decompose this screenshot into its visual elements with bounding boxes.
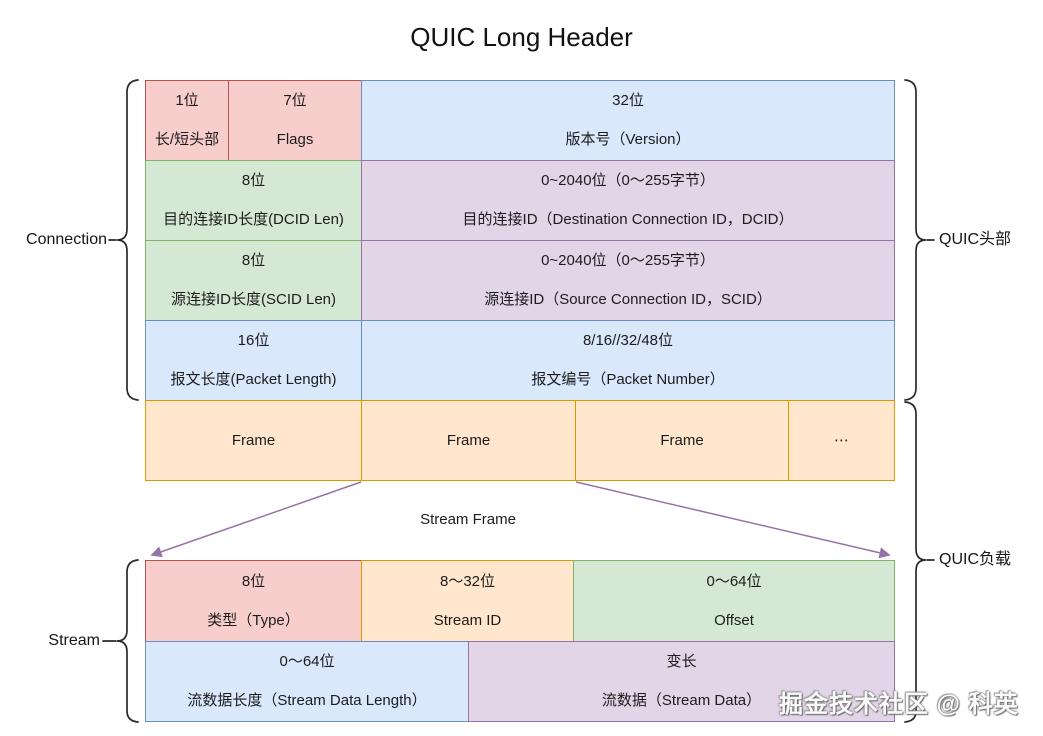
field-bits: 8位 [241, 252, 266, 269]
field-label: 源连接ID长度(SCID Len) [170, 291, 337, 308]
field-label: 长/短头部 [154, 131, 220, 148]
connection-brace [116, 79, 139, 401]
field-bits: 7位 [283, 92, 307, 109]
frame-label: Frame [446, 431, 491, 449]
cell-frame-1: Frame [145, 400, 362, 481]
field-label: 版本号（Version） [565, 131, 691, 148]
field-bits: 8/16//32/48位 [582, 332, 674, 349]
field-label: Flags [276, 131, 314, 148]
field-label: 类型（Type） [207, 611, 300, 629]
field-bits: 32位 [612, 92, 644, 109]
field-bits: 8位 [241, 572, 266, 590]
cell-dcid-len: 8位 目的连接ID长度(DCID Len) [145, 160, 362, 241]
cell-offset: 0～64位 Offset [573, 560, 895, 642]
cell-packet-number: 8/16//32/48位 报文编号（Packet Number） [361, 320, 895, 401]
cell-stream-id: 8～32位 Stream ID [361, 560, 574, 642]
field-bits: 0～64位 [706, 572, 762, 590]
cell-stream-data: 变长 流数据（Stream Data） [468, 641, 895, 722]
cell-frame-more: ⋯ [788, 400, 895, 481]
quic-header-brace [904, 79, 927, 401]
field-label: 流数据（Stream Data） [601, 692, 762, 709]
frame-label: Frame [660, 431, 704, 449]
stream-frame-label: Stream Frame [420, 511, 516, 528]
field-bits: 0~2040位（0～255字节） [541, 252, 715, 269]
cell-dcid: 0~2040位（0～255字节） 目的连接ID（Destination Conn… [361, 160, 895, 241]
quic-payload-group-label: QUIC负载 [939, 551, 1012, 568]
cell-version: 32位 版本号（Version） [361, 80, 895, 161]
field-bits: 0～64位 [279, 653, 335, 670]
field-label: Offset [714, 611, 754, 629]
cell-flags: 7位 Flags [228, 80, 362, 161]
stream-frame-arrow-right [575, 481, 891, 559]
cell-scid-len: 8位 源连接ID长度(SCID Len) [145, 240, 362, 321]
stream-group-label: Stream [48, 632, 100, 649]
field-bits: 8位 [241, 172, 266, 189]
frame-label: Frame [231, 431, 276, 449]
stream-frame-arrow-left [150, 481, 362, 558]
quic-payload-brace [904, 401, 927, 723]
cell-scid: 0~2040位（0～255字节） 源连接ID（Source Connection… [361, 240, 895, 321]
stream-brace [116, 559, 139, 723]
field-label: 流数据长度（Stream Data Length） [187, 692, 427, 709]
cell-frame-3: Frame [575, 400, 789, 481]
cell-frame-2: Frame [361, 400, 576, 481]
cell-header-form: 1位 长/短头部 [145, 80, 229, 161]
field-label: 源连接ID（Source Connection ID，SCID） [484, 291, 772, 308]
connection-group-label: Connection [26, 231, 107, 248]
cell-packet-length: 16位 报文长度(Packet Length) [145, 320, 362, 401]
field-bits: 变长 [666, 653, 697, 670]
field-bits: 8～32位 [439, 572, 496, 590]
cell-stream-data-length: 0～64位 流数据长度（Stream Data Length） [145, 641, 469, 722]
cell-type: 8位 类型（Type） [145, 560, 362, 642]
field-bits: 1位 [175, 92, 199, 109]
field-label: Stream ID [433, 611, 502, 629]
field-bits: 0~2040位（0～255字节） [541, 172, 715, 189]
field-bits: 16位 [237, 332, 270, 349]
ellipsis-label: ⋯ [834, 431, 849, 449]
field-label: 报文长度(Packet Length) [170, 371, 337, 388]
watermark: 掘金技术社区 @ 科英 [779, 691, 1019, 718]
field-label: 目的连接ID长度(DCID Len) [163, 211, 344, 228]
field-label: 目的连接ID（Destination Connection ID，DCID） [462, 211, 794, 228]
page-title: QUIC Long Header [410, 22, 633, 52]
quic-header-group-label: QUIC头部 [939, 231, 1012, 248]
field-label: 报文编号（Packet Number） [531, 371, 725, 388]
